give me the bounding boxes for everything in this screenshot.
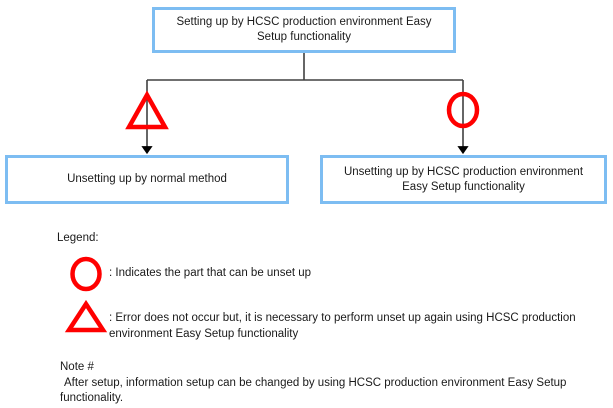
process-box-setup-label: Setting up by HCSC production environmen… [176, 16, 432, 43]
note-heading: Note # [60, 361, 94, 373]
legend-circle-icon [70, 256, 102, 292]
legend-triangle-description: : Error does not occur but, it is necess… [109, 312, 576, 340]
warning-triangle-icon [125, 90, 169, 130]
note-body: After setup, information setup can be ch… [60, 376, 567, 405]
process-box-unset-normal[interactable]: Unsetting up by normal method [5, 155, 289, 204]
process-box-unset-normal-label: Unsetting up by normal method [67, 173, 227, 185]
legend-circle-description: : Indicates the part that can be unset u… [109, 267, 312, 279]
process-box-unset-easy-setup-label: Unsetting up by HCSC production environm… [343, 165, 584, 193]
process-box-setup[interactable]: Setting up by HCSC production environmen… [152, 7, 456, 53]
process-box-unset-easy-setup[interactable]: Unsetting up by HCSC production environm… [320, 155, 607, 204]
legend-warning-triangle-icon [64, 300, 108, 333]
legend-heading: Legend: [57, 232, 99, 244]
note-block: Note # After setup, information setup ca… [60, 360, 590, 407]
circle-icon [446, 91, 480, 129]
